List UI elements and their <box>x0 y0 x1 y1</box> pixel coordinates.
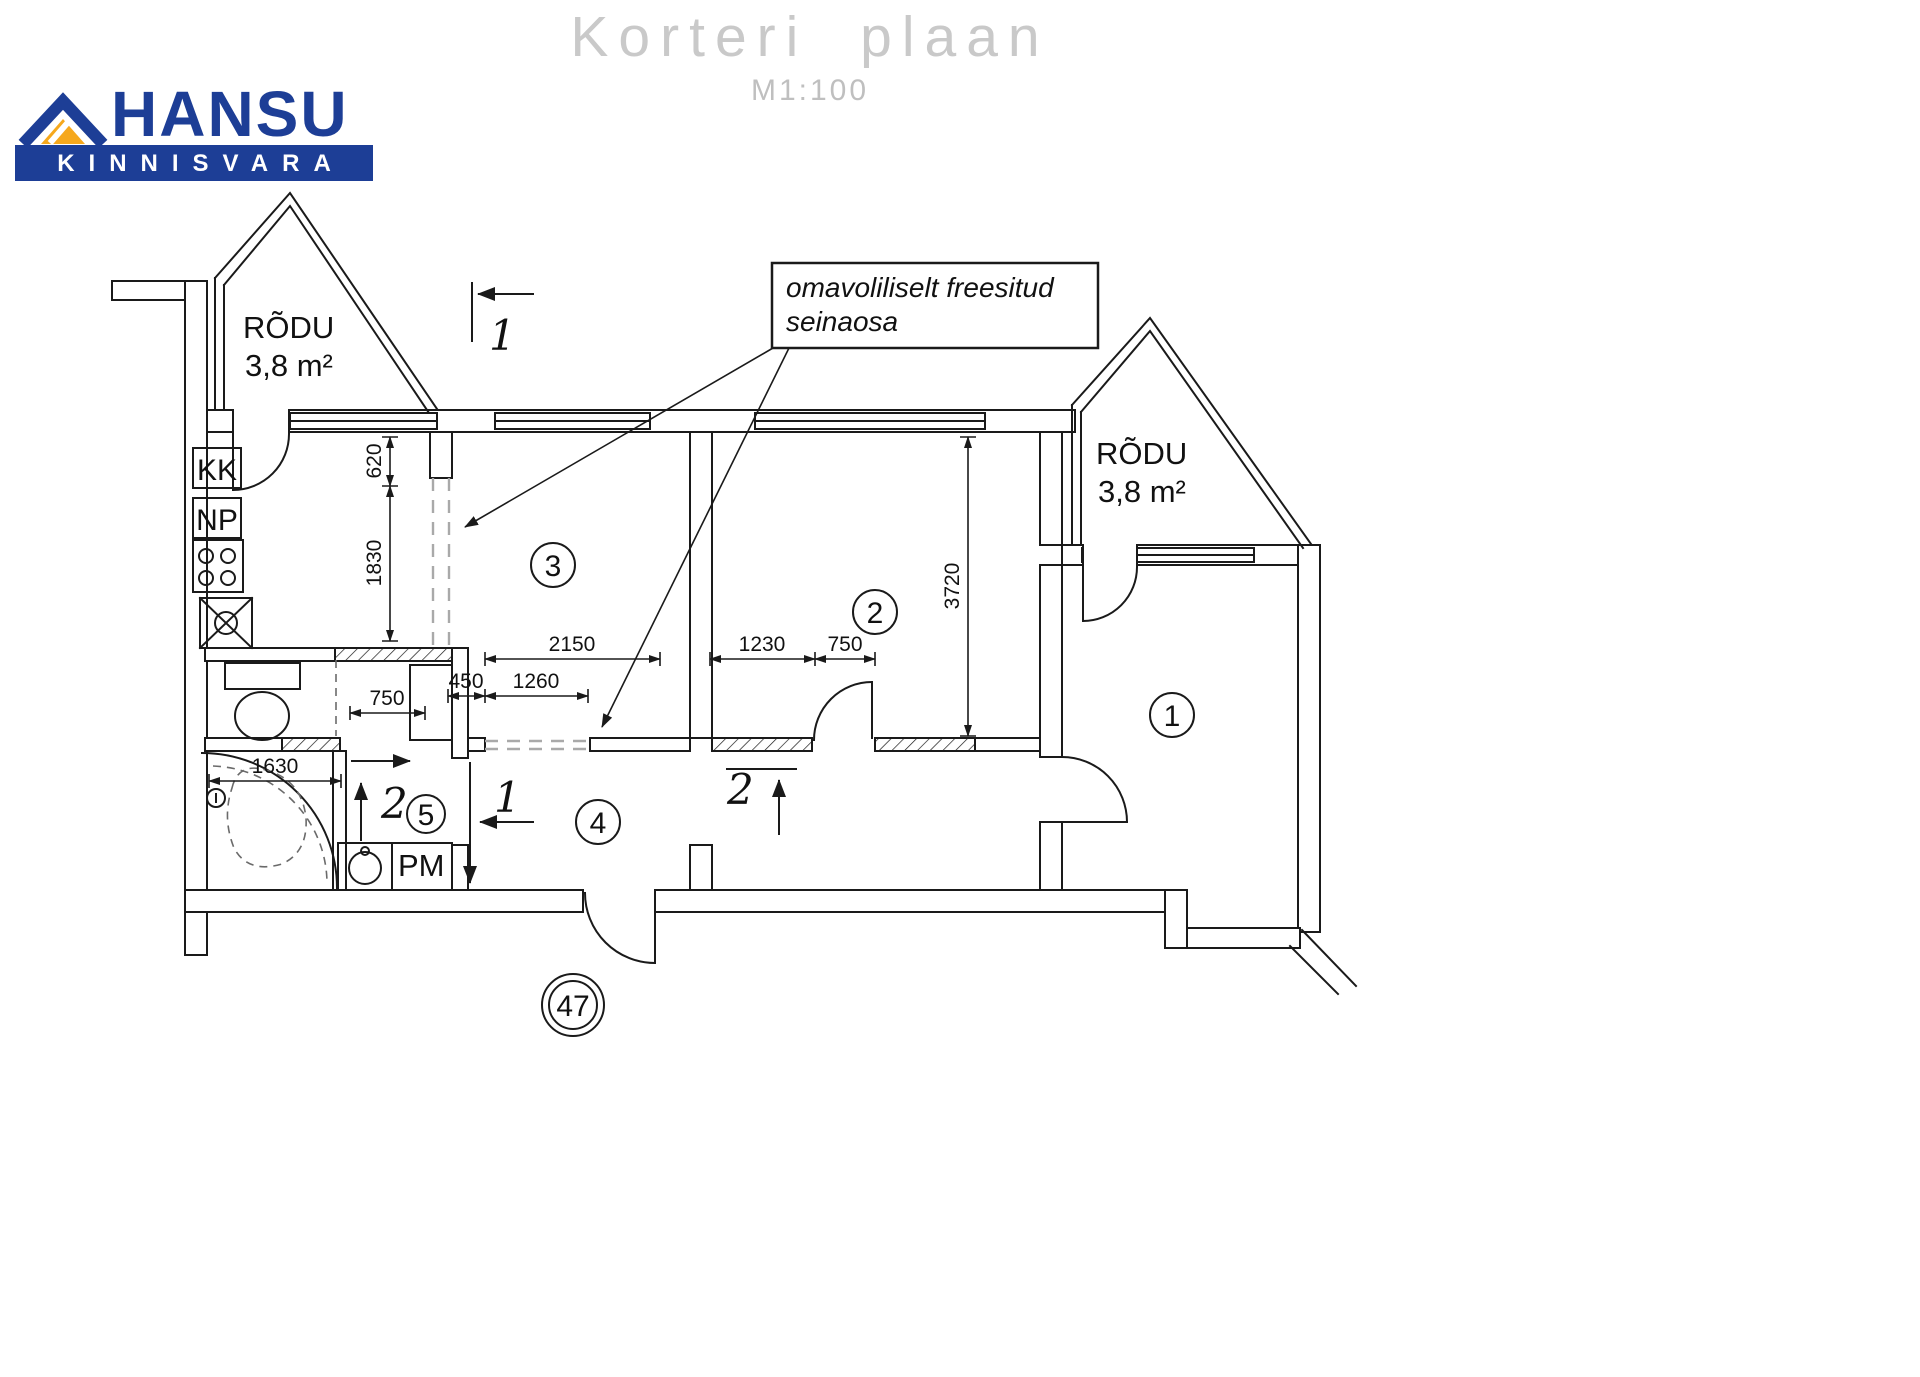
kitchen-fixtures: KK NP <box>192 447 254 650</box>
dim-1260-label: 1260 <box>513 670 560 693</box>
dimension-lines: 620 1830 3720 2150 1230 750 450 1260 750… <box>208 436 976 788</box>
apartment-number-badge: 47 <box>541 973 605 1037</box>
balcony-left-label: RÕDU <box>243 310 334 345</box>
dim-1230-label: 1230 <box>739 633 786 656</box>
door-room1 <box>1060 755 1129 824</box>
hansu-logo: HANSU KINNISVARA <box>15 78 373 185</box>
kitchen-cabinet-kk <box>192 447 242 489</box>
right-balcony: RÕDU 3,8 m² <box>1070 316 1313 550</box>
svg-text:2: 2 <box>867 597 884 630</box>
window-room2 <box>754 412 986 430</box>
logo-subtitle-bar: KINNISVARA <box>15 145 373 181</box>
room-number-4: 4 <box>575 799 621 845</box>
hansu-house-icon <box>18 92 108 147</box>
room-number-3: 3 <box>530 542 576 588</box>
section-1-top: 1 <box>471 282 534 360</box>
svg-text:1: 1 <box>489 311 516 360</box>
svg-text:2: 2 <box>726 765 754 814</box>
apartment-number-text: 47 <box>556 990 589 1023</box>
balcony-right-label: RÕDU <box>1096 436 1187 471</box>
room-numbers: 3 2 1 4 5 <box>406 542 1195 845</box>
section-1-hall: 1 <box>463 762 534 884</box>
svg-text:1: 1 <box>494 773 521 822</box>
annotation-line1: omavoliliselt freesitud <box>786 272 1055 303</box>
room-number-2: 2 <box>852 589 898 635</box>
svg-text:2: 2 <box>380 779 408 828</box>
dim-750-wc-label: 750 <box>369 687 404 710</box>
outer-walls <box>111 280 1358 996</box>
dim-620-label: 620 <box>363 443 386 478</box>
section-2-room: 2 <box>726 765 797 835</box>
section-2-bath: 2 <box>351 754 411 841</box>
stove-fixture <box>192 539 244 593</box>
doors <box>231 408 1139 965</box>
room-number-1: 1 <box>1149 692 1195 738</box>
label-np: NP <box>196 504 238 537</box>
dim-1630-label: 1630 <box>252 755 299 778</box>
windows <box>289 412 1255 563</box>
door-entry <box>583 891 657 965</box>
annotation-callout: omavoliliselt freesitud seinaosa <box>464 261 1100 728</box>
dim-3720-label: 3720 <box>941 563 964 610</box>
dim-1830-label: 1830 <box>363 540 386 587</box>
logo-brand-text: HANSU <box>111 78 349 150</box>
dim-450-label: 450 <box>448 670 483 693</box>
door-room2 <box>812 680 874 742</box>
kitchen-sink-fixture <box>198 596 254 650</box>
balcony-left-area: 3,8 m² <box>245 348 333 383</box>
section-markers: 1 1 2 2 <box>351 282 797 884</box>
washbasin-fixture <box>337 842 453 891</box>
svg-text:4: 4 <box>590 807 607 840</box>
svg-text:3: 3 <box>545 550 562 583</box>
window-room3 <box>494 412 651 430</box>
window-kitchen <box>289 412 438 430</box>
door-balcony-kitchen <box>231 408 291 492</box>
kitchen-cabinet-np <box>192 497 242 539</box>
label-kk: KK <box>197 454 237 487</box>
bathroom-fixtures: PM <box>200 662 453 891</box>
bathtub-fixture <box>200 751 339 890</box>
dim-750-door-label: 750 <box>827 633 862 656</box>
door-balcony-room1 <box>1081 543 1139 623</box>
dim-2150-label: 2150 <box>549 633 596 656</box>
removed-wall-dashed <box>335 478 590 751</box>
interior-walls <box>204 431 1063 891</box>
page-title: Korteri plaan <box>570 5 1050 69</box>
plan-scale: M1:100 <box>750 74 870 107</box>
balcony-right-area: 3,8 m² <box>1098 474 1186 509</box>
left-balcony: RÕDU 3,8 m² <box>213 191 439 415</box>
room-number-5: 5 <box>406 794 446 834</box>
label-pm: PM <box>398 848 445 883</box>
hatched-wall-segments <box>281 647 976 752</box>
toilet-fixture <box>224 662 301 741</box>
annotation-line2: seinaosa <box>786 306 898 337</box>
svg-text:5: 5 <box>418 799 435 832</box>
svg-text:1: 1 <box>1164 700 1181 733</box>
